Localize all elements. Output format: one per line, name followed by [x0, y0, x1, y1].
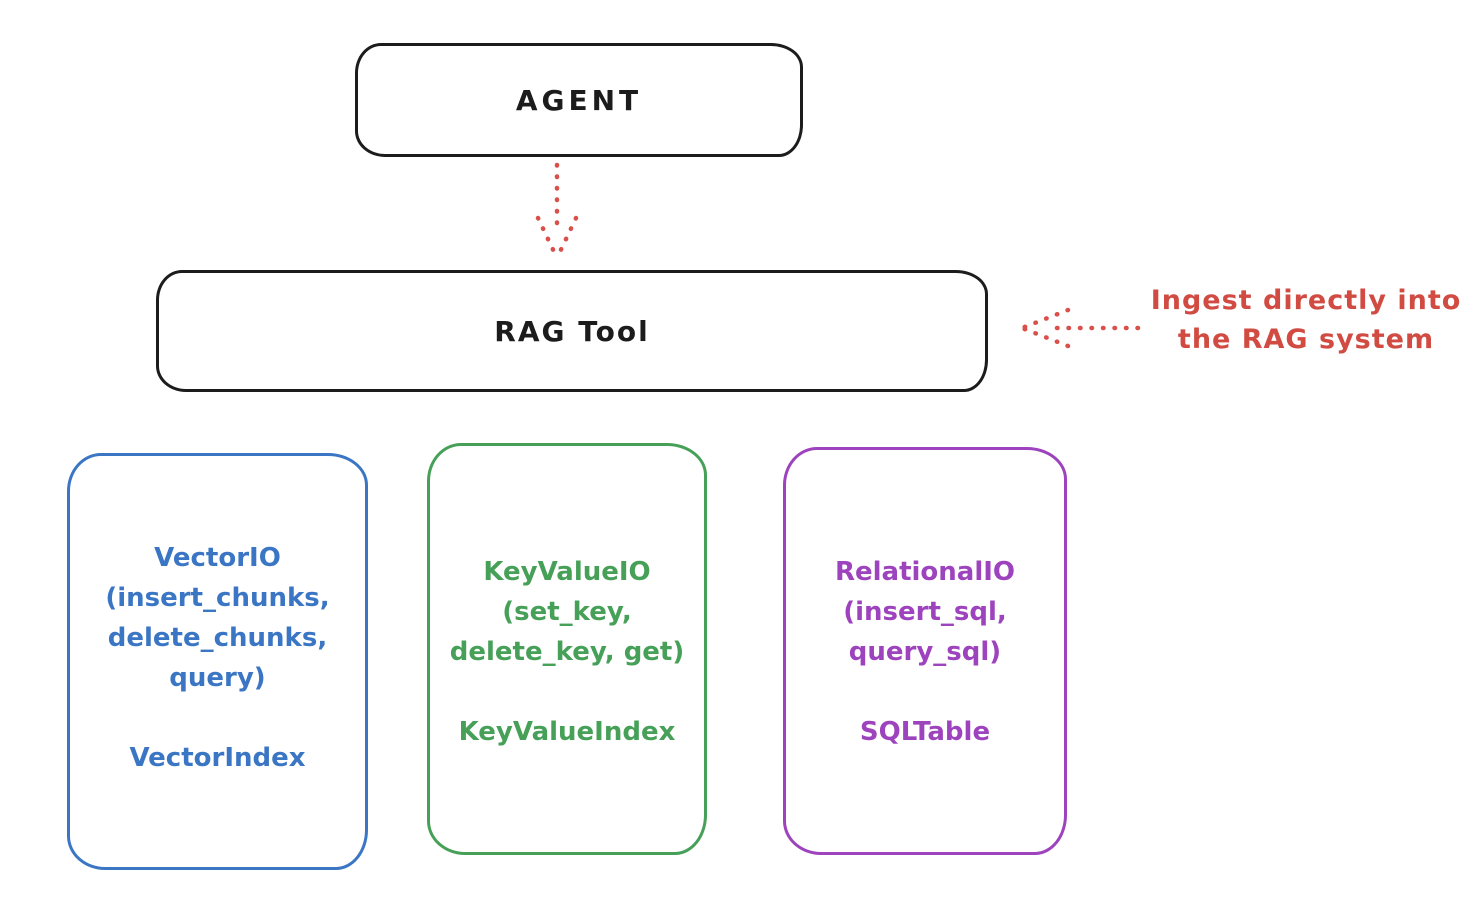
agent-box: AGENT: [355, 43, 803, 157]
vector-io-box: VectorIO (insert_chunks, delete_chunks, …: [67, 453, 368, 870]
io-line: RelationalIO: [834, 557, 1016, 587]
io-line: (insert_chunks,: [105, 583, 330, 613]
spacer: [786, 672, 1064, 712]
rag-tool-box: RAG Tool: [156, 270, 988, 392]
relational-io-text: RelationalIO (insert_sql, query_sql) SQL…: [786, 450, 1064, 752]
sql-table-label: SQLTable: [859, 717, 991, 747]
vector-index-label: VectorIndex: [129, 743, 306, 773]
io-line: delete_key, get): [449, 637, 685, 667]
io-line: (set_key,: [502, 597, 632, 627]
io-line: (insert_sql,: [843, 597, 1007, 627]
agent-label: AGENT: [515, 83, 643, 117]
keyvalue-io-text: KeyValueIO (set_key, delete_key, get) Ke…: [430, 446, 704, 752]
io-line: delete_chunks,: [107, 623, 328, 653]
agent-to-ragtool-arrow-icon: [535, 162, 579, 261]
keyvalue-index-label: KeyValueIndex: [458, 717, 676, 747]
io-line: KeyValueIO: [483, 557, 651, 587]
annotation-to-ragtool-arrow-icon: [1019, 307, 1141, 349]
io-line: query_sql): [848, 637, 1002, 667]
keyvalue-io-box: KeyValueIO (set_key, delete_key, get) Ke…: [427, 443, 707, 855]
relational-io-box: RelationalIO (insert_sql, query_sql) SQL…: [783, 447, 1067, 855]
spacer: [70, 698, 365, 738]
vector-io-text: VectorIO (insert_chunks, delete_chunks, …: [70, 456, 365, 778]
spacer: [430, 672, 704, 712]
annotation-text: Ingest directly into the RAG system: [1138, 281, 1474, 359]
annotation-line-2: the RAG system: [1177, 324, 1435, 355]
io-line: VectorIO: [154, 543, 281, 573]
annotation-line-1: Ingest directly into: [1150, 285, 1462, 316]
rag-tool-label: RAG Tool: [494, 314, 650, 348]
io-line: query): [169, 663, 266, 693]
